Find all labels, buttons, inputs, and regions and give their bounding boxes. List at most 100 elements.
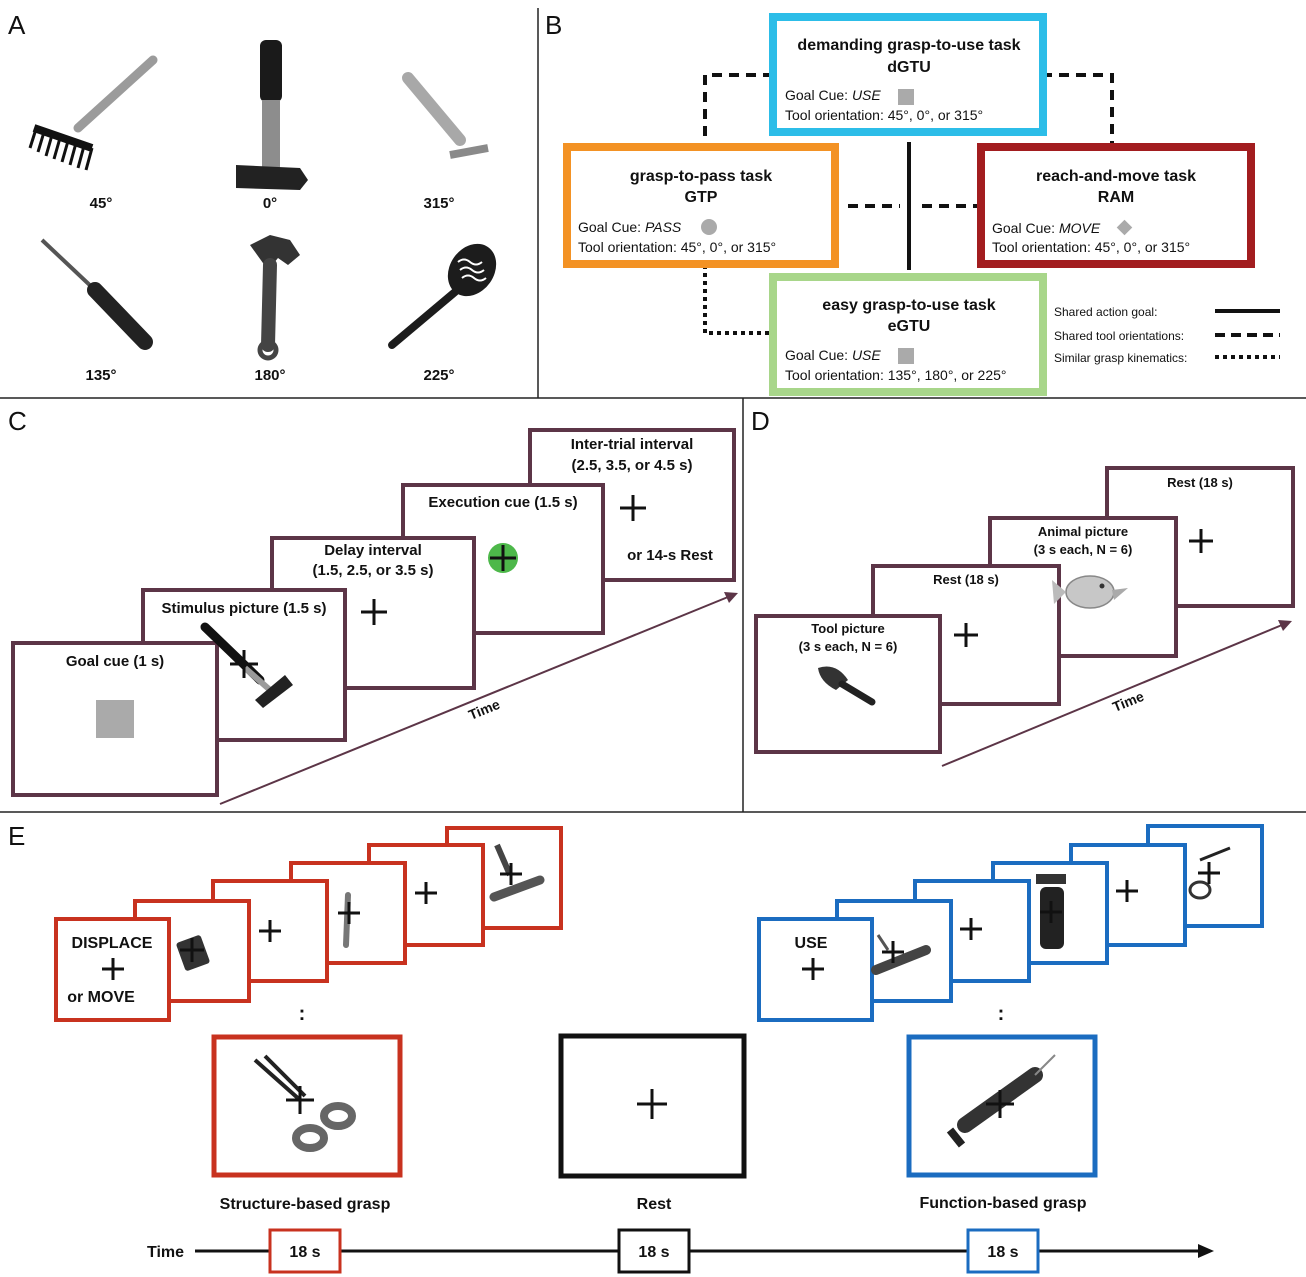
egtu-box (769, 273, 1047, 396)
angle-label-135: 135° (85, 367, 116, 384)
panel-a: 45° 0° 315° 135° 180° 225° (28, 40, 497, 384)
function-duration-box (966, 1228, 1040, 1274)
angle-label-225: 225° (423, 367, 454, 384)
dgtu-orientation: Tool orientation: 45°, 0°, or 315° (785, 107, 983, 123)
square-cue-icon (96, 700, 134, 738)
panel-dividers (0, 8, 1306, 813)
time-arrow-head (1278, 620, 1292, 631)
fish-icon (1052, 575, 1128, 609)
fixation-cross-icon (361, 599, 387, 625)
fixation-cross-icon (882, 941, 904, 963)
panel-c: Time Inter-trial interval (2.5, 3.5, or … (11, 428, 738, 805)
square-cue-icon (898, 89, 914, 105)
connector-dashed (703, 73, 1114, 208)
tool-picture-title: Tool picture (811, 621, 884, 636)
legend-solid-label: Shared action goal: (1054, 305, 1157, 319)
dgtu-cue: Goal Cue: USE (785, 87, 881, 103)
angle-label-45: 45° (90, 195, 113, 212)
iti-rest: or 14-s Rest (627, 547, 713, 564)
scissors-icon (1188, 846, 1231, 900)
fixation-cross-icon (338, 902, 360, 924)
ram-box (977, 143, 1255, 268)
fixation-cross-icon (637, 1089, 667, 1119)
screwdriver-icon (40, 238, 153, 350)
goal-cue-title: Goal cue (1 s) (66, 653, 164, 670)
iti-title: Inter-trial interval (571, 436, 694, 453)
time-label: Time (466, 696, 502, 723)
dgtu-abbr: dGTU (887, 59, 931, 76)
egtu-abbr: eGTU (888, 318, 931, 335)
structure-example-frame (211, 1034, 403, 1178)
angle-label-0: 0° (263, 195, 277, 212)
rest-title-2: Rest (18 s) (1167, 475, 1233, 490)
fixation-cross-icon (230, 650, 258, 678)
panel-label-c: C (8, 406, 27, 436)
gtp-cue: Goal Cue: PASS (578, 219, 682, 235)
fixation-cross-icon (802, 958, 824, 980)
rake-icon (28, 55, 158, 171)
wrench-icon (250, 235, 300, 361)
square-cue-icon (898, 348, 914, 364)
structure-label: Structure-based grasp (220, 1196, 391, 1213)
gtp-box (563, 143, 839, 268)
panel-e: DISPLACE or MOVE : (54, 824, 1264, 1274)
gtp-orientation: Tool orientation: 45°, 0°, or 315° (578, 239, 776, 255)
time-label: Time (1110, 688, 1146, 715)
gtp-abbr: GTP (685, 189, 718, 206)
trowel-icon (818, 666, 876, 706)
corkscrew-icon (871, 934, 931, 975)
hammer-icon (236, 40, 308, 190)
legend-dotted-label: Similar grasp kinematics: (1054, 351, 1187, 365)
panel-label-b: B (545, 10, 562, 40)
circle-cue-icon (701, 219, 717, 235)
ram-cue: Goal Cue: MOVE (992, 220, 1101, 236)
legend-dashed-label: Shared tool orientations: (1054, 329, 1184, 343)
egtu-title: easy grasp-to-use task (822, 297, 996, 314)
egtu-orientation: Tool orientation: 135°, 180°, or 225° (785, 367, 1007, 383)
fixation-cross-icon (490, 545, 516, 571)
panel-label-d: D (751, 406, 770, 436)
fixation-cross-icon (960, 918, 982, 940)
fixation-cross-icon (286, 1086, 314, 1114)
delay-title: Delay interval (324, 542, 422, 559)
dgtu-title: demanding grasp-to-use task (797, 37, 1020, 54)
fixation-cross-icon (259, 920, 281, 942)
panel-label-e: E (8, 821, 25, 851)
ram-title: reach-and-move task (1036, 168, 1196, 185)
egtu-cue: Goal Cue: USE (785, 347, 881, 363)
fixation-cross-icon (1189, 529, 1213, 553)
function-label: Function-based grasp (919, 1195, 1086, 1212)
spatula-icon (388, 243, 497, 349)
timeline-label: Time (147, 1244, 184, 1261)
rest-label: Rest (637, 1196, 672, 1213)
more-frames-dots: : (998, 1003, 1005, 1025)
connector-dotted (703, 265, 773, 335)
structure-duration-box (268, 1228, 342, 1274)
fixation-cross-icon (620, 495, 646, 521)
razor-icon (402, 72, 489, 159)
structure-cue-displace: DISPLACE (72, 935, 153, 952)
structure-cue-move: or MOVE (67, 989, 135, 1006)
animal-details: (3 s each, N = 6) (1034, 542, 1133, 557)
fixation-cross-icon (1198, 862, 1220, 884)
scissors-icon (253, 1054, 356, 1152)
timeline-arrow-head (1198, 1244, 1214, 1258)
time-arrow (941, 624, 1283, 767)
panel-d: Time Rest (18 s) Animal picture (3 s eac… (754, 466, 1295, 767)
rest-duration: 18 s (638, 1244, 669, 1261)
rest-duration-box (617, 1228, 691, 1274)
legend: Shared action goal: Shared tool orientat… (1054, 305, 1280, 365)
angle-label-180: 180° (254, 367, 285, 384)
fixation-cross-icon (1040, 901, 1062, 923)
stimulus-title: Stimulus picture (1.5 s) (161, 600, 326, 617)
panel-b: demanding grasp-to-use task dGTU Goal Cu… (563, 13, 1280, 396)
corkscrew-icon (489, 843, 545, 902)
gtp-title: grasp-to-pass task (630, 168, 772, 185)
delay-durations: (1.5, 2.5, or 3.5 s) (313, 562, 434, 579)
fixation-cross-icon (415, 882, 437, 904)
fixation-cross-icon (102, 958, 124, 980)
ram-orientation: Tool orientation: 45°, 0°, or 315° (992, 239, 1190, 255)
angle-label-315: 315° (423, 195, 454, 212)
function-duration: 18 s (987, 1244, 1018, 1261)
